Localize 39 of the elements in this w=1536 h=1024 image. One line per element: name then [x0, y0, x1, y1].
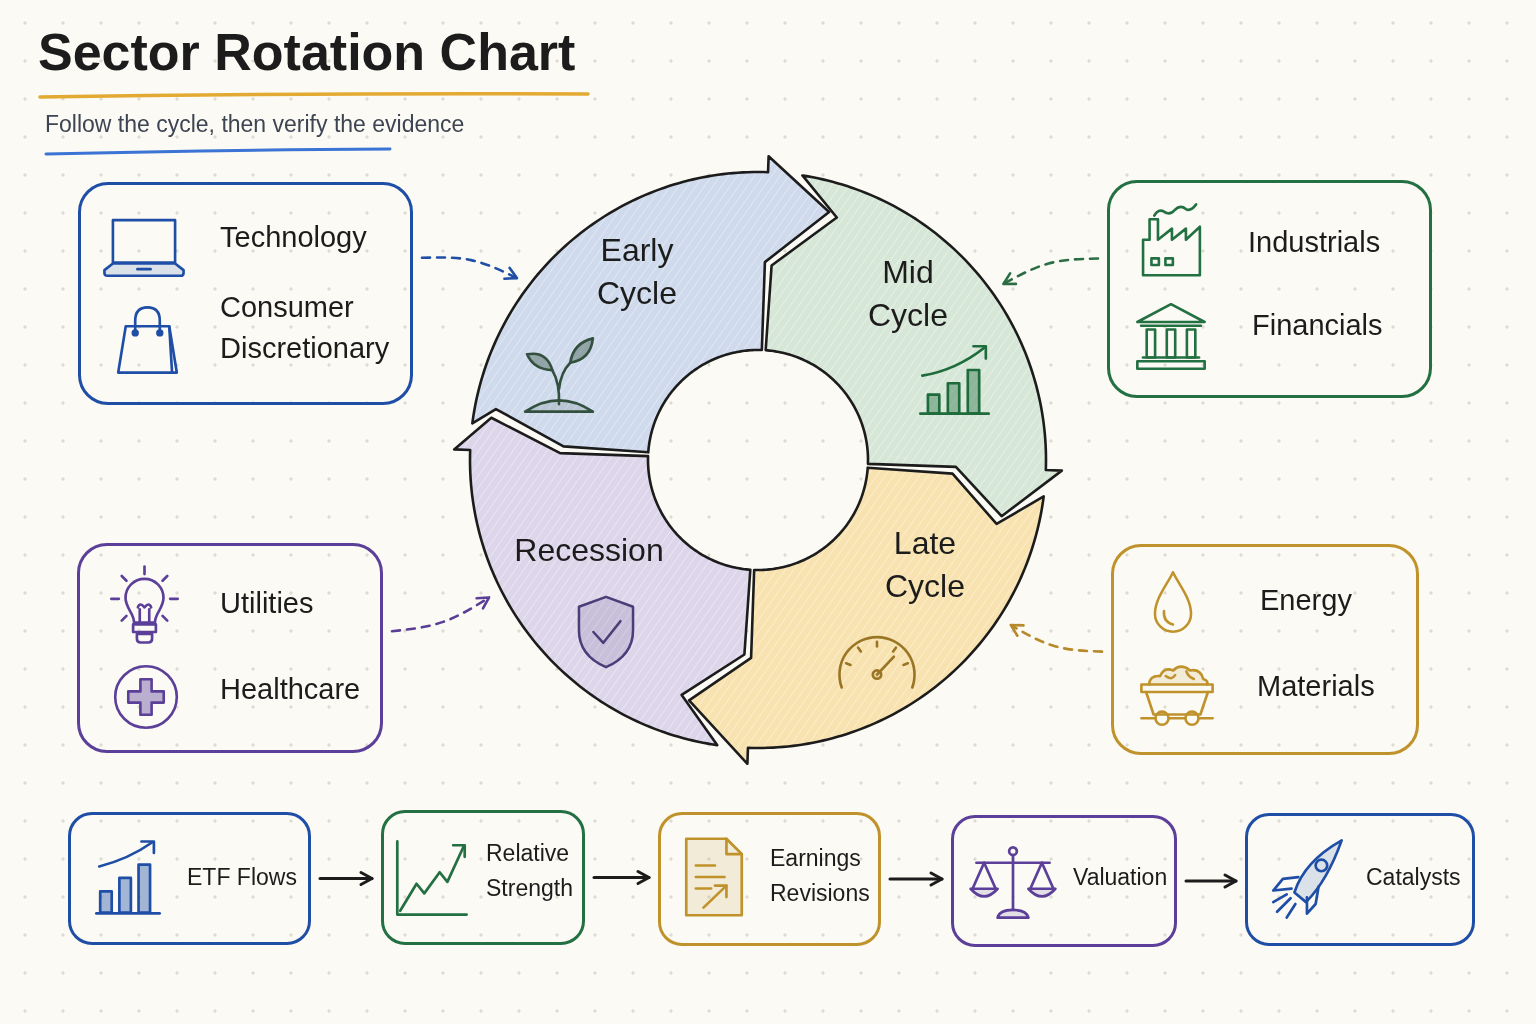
- sector-name: Financials: [1252, 308, 1383, 343]
- step-label: Earnings Revisions: [770, 844, 870, 908]
- dashed-arrow: [1009, 623, 1104, 653]
- title: Sector Rotation Chart: [38, 22, 576, 83]
- sector-name: Healthcare: [220, 672, 361, 707]
- sector-name: Industrials: [1248, 225, 1381, 260]
- step-card: [951, 815, 1177, 947]
- step-label: ETF Flows: [187, 863, 297, 892]
- subtitle: Follow the cycle, then verify the evidence: [45, 111, 465, 139]
- cycle-phase-label: Recession: [514, 531, 664, 570]
- arrow: [1184, 873, 1238, 889]
- dashed-arrow: [420, 256, 519, 280]
- step-card: [68, 812, 311, 945]
- cycle-phase-label: Early Cycle: [597, 231, 677, 314]
- step-label: Valuation: [1073, 863, 1168, 892]
- cycle-phase-label: Late Cycle: [885, 524, 965, 607]
- sector-card: [1111, 544, 1419, 755]
- step-card: [1245, 813, 1475, 946]
- dashed-arrow: [1002, 257, 1100, 286]
- sector-name: Technology: [220, 220, 367, 255]
- arrow: [592, 870, 651, 885]
- step-card: [381, 810, 585, 945]
- step-card: [658, 812, 881, 946]
- sector-card: [77, 543, 383, 753]
- sector-card: [1107, 180, 1432, 398]
- dashed-arrow: [390, 596, 491, 633]
- cycle-phase-label: Mid Cycle: [868, 253, 948, 336]
- sector-name: Utilities: [220, 586, 314, 621]
- sector-name: Consumer Discretionary: [220, 290, 390, 366]
- cycle-arrow-segment: [687, 465, 1046, 766]
- cycle-arrow-segment: [452, 415, 753, 748]
- step-label: Relative Strength: [486, 839, 573, 903]
- sector-card: [78, 182, 413, 405]
- arrow: [888, 871, 944, 887]
- sector-name: Energy: [1260, 583, 1352, 618]
- arrow: [318, 871, 374, 886]
- cycle-arrow-segment: [763, 173, 1064, 519]
- step-label: Catalysts: [1366, 863, 1461, 892]
- sector-name: Materials: [1257, 669, 1375, 704]
